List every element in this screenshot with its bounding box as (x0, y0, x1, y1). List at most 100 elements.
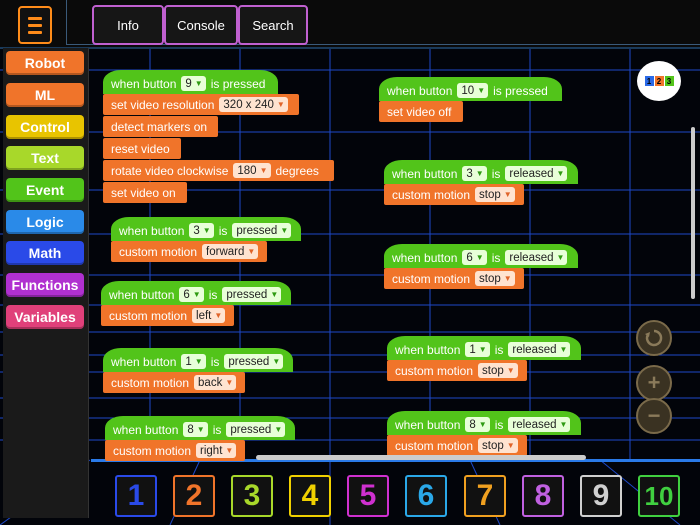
number-label: 1 (127, 479, 145, 512)
event-block-button-1-pressed[interactable]: when button 1▼ is pressed▼ (103, 348, 293, 372)
state-dropdown[interactable]: pressed▼ (232, 223, 292, 238)
motion-dropdown[interactable]: right▼ (196, 443, 237, 458)
button-dropdown[interactable]: 8▼ (465, 417, 490, 432)
state-dropdown[interactable]: released▼ (508, 417, 571, 432)
category-functions[interactable]: Functions (6, 273, 84, 297)
custom-motion-block[interactable]: custom motion right▼ (105, 440, 245, 461)
set-video-off-block[interactable]: set video off (379, 101, 463, 122)
button-dropdown[interactable]: 3▼ (462, 166, 487, 181)
category-ml[interactable]: ML (6, 83, 84, 107)
block-text: is (210, 354, 220, 369)
event-block-button-6-pressed[interactable]: when button 6▼ is pressed▼ (101, 281, 291, 305)
state-dropdown[interactable]: released▼ (505, 166, 568, 181)
category-control[interactable]: Control (6, 115, 84, 139)
category-text[interactable]: Text (6, 146, 84, 170)
motion-dropdown[interactable]: stop▼ (475, 187, 515, 202)
category-variables[interactable]: Variables (6, 305, 84, 329)
dropdown-value: stop (479, 272, 501, 285)
set-video-resolution-block[interactable]: set video resolution 320 x 240▼ (103, 94, 299, 115)
rotate-video-block[interactable]: rotate video clockwise 180▼ degrees (103, 160, 334, 181)
number-label: 8 (534, 479, 552, 512)
button-dropdown[interactable]: 6▼ (179, 287, 204, 302)
dropdown-value: 3 (193, 224, 200, 237)
number-button-7[interactable]: 7 (464, 475, 506, 517)
dropdown-value: 180 (237, 164, 257, 177)
number-button-4[interactable]: 4 (289, 475, 331, 517)
event-block-button-3-released[interactable]: when button 3▼ is released▼ (384, 160, 578, 184)
number-button-10[interactable]: 10 (638, 475, 680, 517)
block-text: detect markers on (111, 119, 208, 134)
button-dropdown[interactable]: 1▼ (465, 342, 490, 357)
motion-dropdown[interactable]: left▼ (192, 308, 226, 323)
state-dropdown[interactable]: pressed▼ (226, 422, 286, 437)
number-button-6[interactable]: 6 (405, 475, 447, 517)
event-block-button-6-released[interactable]: when button 6▼ is released▼ (384, 244, 578, 268)
button-dropdown[interactable]: 1▼ (181, 354, 206, 369)
zoom-out-button[interactable]: − (636, 398, 672, 434)
dropdown-value: 8 (469, 418, 476, 431)
set-video-on-block[interactable]: set video on (103, 182, 187, 203)
category-logic[interactable]: Logic (6, 210, 84, 234)
event-block-button-10[interactable]: when button 10▼ is pressed (379, 77, 562, 101)
state-dropdown[interactable]: pressed▼ (224, 354, 284, 369)
motion-dropdown[interactable]: stop▼ (478, 363, 518, 378)
chevron-down-icon: ▼ (270, 290, 279, 299)
zoom-in-button[interactable]: + (636, 365, 672, 401)
tab-search[interactable]: Search (238, 5, 308, 45)
state-dropdown[interactable]: released▼ (505, 250, 568, 265)
motion-dropdown[interactable]: stop▼ (475, 271, 515, 286)
number-button-5[interactable]: 5 (347, 475, 389, 517)
button-dropdown[interactable]: 9▼ (181, 76, 206, 91)
block-text: when button (111, 354, 177, 369)
button-dropdown[interactable]: 3▼ (189, 223, 214, 238)
tab-info[interactable]: Info (92, 5, 164, 45)
custom-motion-block[interactable]: custom motion stop▼ (384, 268, 524, 289)
chevron-down-icon: ▼ (247, 247, 256, 256)
reset-video-block[interactable]: reset video (103, 138, 181, 159)
custom-motion-block[interactable]: custom motion forward▼ (111, 241, 267, 262)
app-logo[interactable]: 1 2 3 (637, 61, 681, 101)
custom-motion-block[interactable]: custom motion left▼ (101, 305, 234, 326)
block-text: when button (395, 417, 461, 432)
tab-console[interactable]: Console (164, 5, 238, 45)
custom-motion-block[interactable]: custom motion stop▼ (387, 435, 527, 456)
logo-digit: 2 (654, 76, 664, 86)
custom-motion-block[interactable]: custom motion stop▼ (384, 184, 524, 205)
chevron-down-icon: ▼ (214, 311, 223, 320)
button-dropdown[interactable]: 10▼ (457, 83, 489, 98)
motion-dropdown[interactable]: forward▼ (202, 244, 259, 259)
category-event[interactable]: Event (6, 178, 84, 202)
block-text: is pressed (210, 76, 266, 91)
block-text: custom motion (395, 438, 474, 453)
motion-dropdown[interactable]: back▼ (194, 375, 237, 390)
rotation-dropdown[interactable]: 180▼ (233, 163, 271, 178)
number-button-2[interactable]: 2 (173, 475, 215, 517)
motion-dropdown[interactable]: stop▼ (478, 438, 518, 453)
button-dropdown[interactable]: 6▼ (462, 250, 487, 265)
event-block-button-3-pressed[interactable]: when button 3▼ is pressed▼ (111, 217, 301, 241)
event-block-button-8-pressed[interactable]: when button 8▼ is pressed▼ (105, 416, 295, 440)
horizontal-scrollbar[interactable] (256, 455, 586, 460)
number-button-3[interactable]: 3 (231, 475, 273, 517)
number-button-8[interactable]: 8 (522, 475, 564, 517)
category-math[interactable]: Math (6, 241, 84, 265)
block-text: when button (395, 342, 461, 357)
button-dropdown[interactable]: 8▼ (183, 422, 208, 437)
event-block-button-8-released[interactable]: when button 8▼ is released▼ (387, 411, 581, 435)
vertical-scrollbar[interactable] (691, 127, 695, 299)
event-block-button-1-released[interactable]: when button 1▼ is released▼ (387, 336, 581, 360)
number-button-1[interactable]: 1 (115, 475, 157, 517)
menu-icon[interactable] (18, 6, 52, 44)
state-dropdown[interactable]: pressed▼ (222, 287, 282, 302)
category-robot[interactable]: Robot (6, 51, 84, 75)
number-button-9[interactable]: 9 (580, 475, 622, 517)
state-dropdown[interactable]: released▼ (508, 342, 571, 357)
custom-motion-block[interactable]: custom motion back▼ (103, 372, 245, 393)
resolution-dropdown[interactable]: 320 x 240▼ (219, 97, 288, 112)
detect-markers-block[interactable]: detect markers on (103, 116, 218, 137)
event-block-button-9[interactable]: when button 9▼ is pressed (103, 70, 278, 94)
custom-motion-block[interactable]: custom motion stop▼ (387, 360, 527, 381)
refresh-icon[interactable] (636, 320, 672, 356)
category-functions-label: Functions (11, 277, 79, 293)
